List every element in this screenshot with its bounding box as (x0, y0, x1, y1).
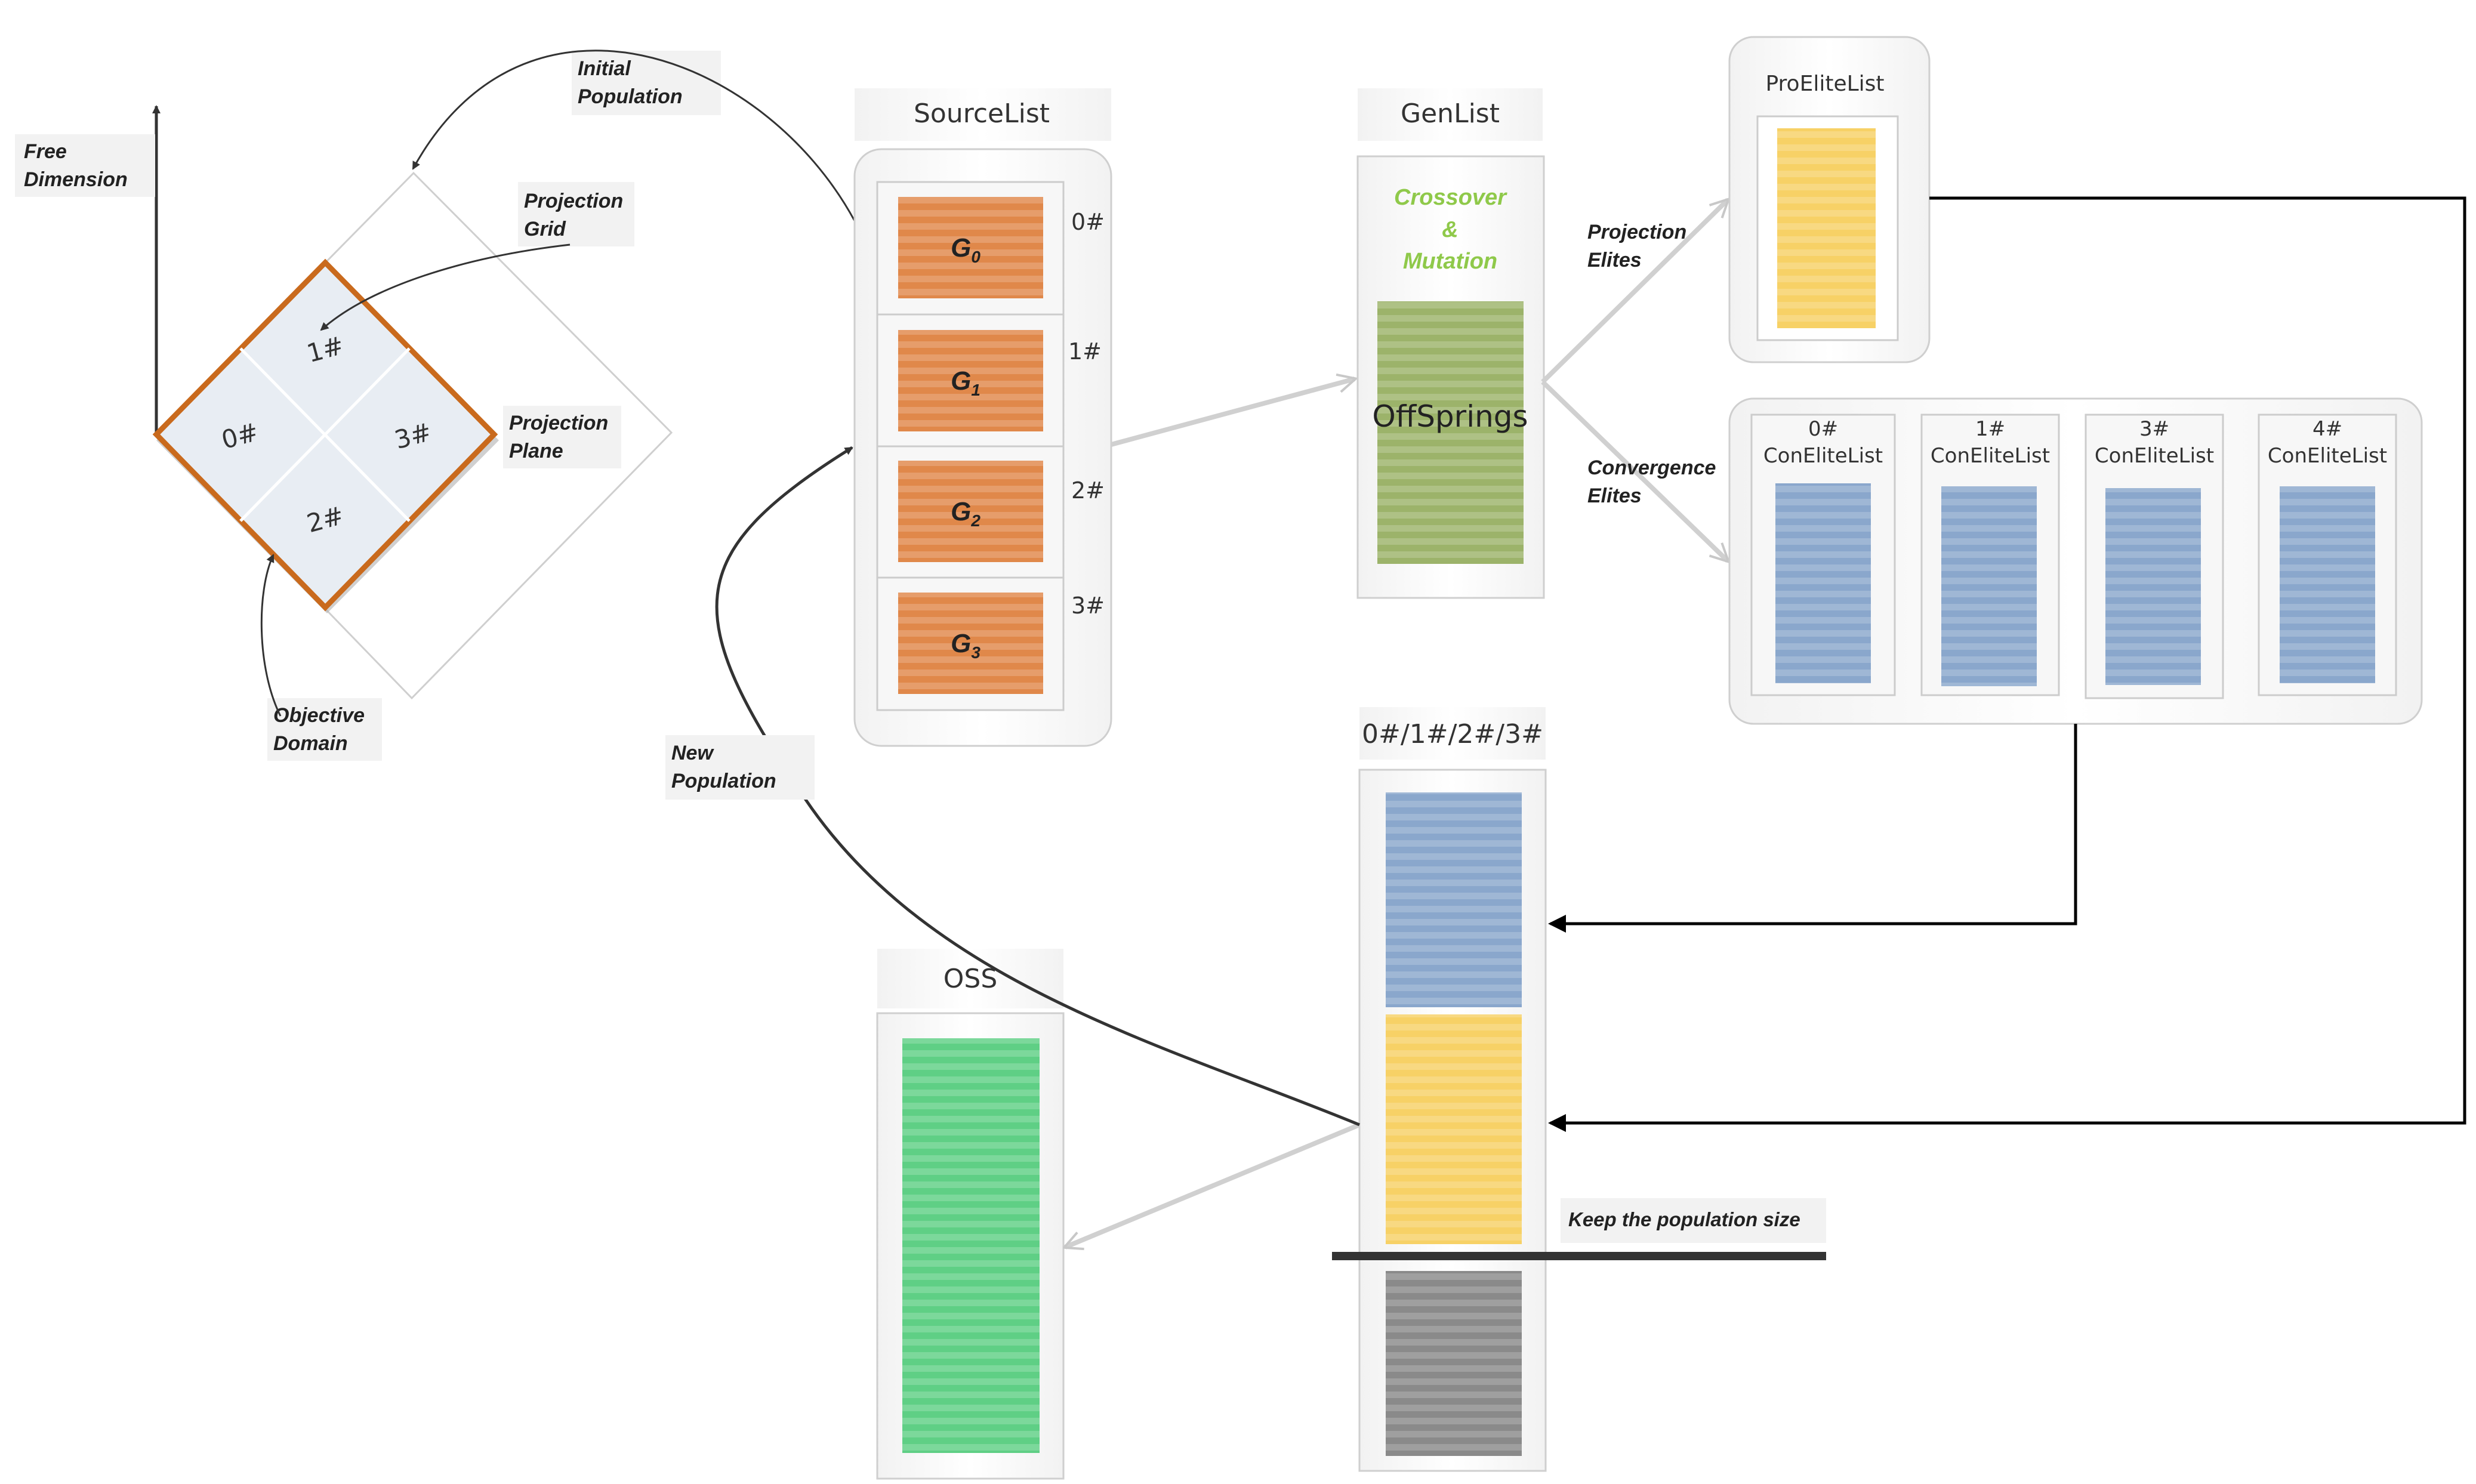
keep-population-size-label: Keep the population size (1568, 1208, 1800, 1230)
mutation-label: Mutation (1403, 249, 1497, 274)
con-elite-list-1: 1# ConEliteList (1920, 414, 2060, 696)
con-elite-index-2: 3# (2139, 417, 2169, 441)
projection-plane-label-line2: Plane (509, 440, 563, 462)
con-elite-index-0: 0# (1808, 417, 1838, 441)
source-list: SourceList G0 G1 G2 G3 0# 1# 2# 3# (853, 88, 1112, 747)
projection-grid-label-line1: Projection (524, 190, 623, 212)
con-elite-list-3: 3# ConEliteList (2085, 414, 2224, 699)
con-elite-title-3: ConEliteList (2268, 444, 2387, 468)
source-list-title: SourceList (914, 98, 1050, 129)
convergence-elites-label-line2: Elites (1587, 485, 1642, 507)
merged-to-oss-arrow (1065, 1122, 1361, 1247)
oss-list: OSS (876, 949, 1065, 1480)
ampersand-label: & (1442, 217, 1458, 242)
source-to-gen-arrow (1110, 379, 1355, 447)
initial-population-label-line2: Population (578, 85, 683, 108)
source-index-2: 2# (1071, 477, 1105, 504)
merged-list: 0#/1#/2#/3# (1358, 707, 1547, 1472)
to-projection-elites-arrow (1541, 200, 1728, 384)
source-index-1: 1# (1068, 338, 1102, 365)
con-elite-lists: 0# ConEliteList 1# ConEliteList 3# ConEl… (1728, 397, 2423, 725)
g3-label: G3 (951, 629, 980, 662)
projection-grid-label-line2: Grid (524, 218, 566, 240)
objective-domain-label-line2: Domain (273, 732, 348, 755)
offsprings-label: OffSprings (1372, 399, 1528, 434)
objective-domain-arrow (260, 554, 282, 717)
g1-label: G1 (951, 366, 980, 399)
source-index-3: 3# (1071, 593, 1105, 619)
merged-list-title: 0#/1#/2#/3# (1362, 719, 1543, 749)
source-item-g3: G3 (898, 593, 1043, 694)
con-elite-index-1: 1# (1975, 417, 2005, 441)
con-elite-index-3: 4# (2312, 417, 2342, 441)
objective-domain-label-line1: Objective (273, 704, 365, 727)
projection-grid-group: Free Dimension 0# 1# 2# 3# Projection Gr… (15, 105, 673, 761)
projection-grid-arrow (320, 243, 571, 331)
source-item-g1: G1 (898, 330, 1043, 431)
g0-label: G0 (951, 233, 980, 266)
oss-title: OSS (943, 964, 998, 994)
g2-label: G2 (951, 497, 980, 530)
source-item-g2: G2 (898, 461, 1043, 562)
con-elite-list-0: 0# ConEliteList (1750, 414, 1896, 696)
con-elite-to-merged-arrow (1548, 724, 2077, 933)
projection-elites-label-line1: Projection (1587, 221, 1686, 243)
con-elite-list-4: 4# ConEliteList (2258, 414, 2397, 696)
new-population-arrow (715, 446, 1360, 1127)
initial-population-arrow (412, 50, 856, 221)
free-dimension-label-line1: Free (24, 140, 67, 163)
convergence-elites-label-line1: Convergence (1587, 456, 1716, 479)
con-elite-title-1: ConEliteList (1931, 444, 2050, 468)
projection-elites-label-line2: Elites (1587, 249, 1642, 271)
pro-elite-list: ProEliteList (1728, 36, 1931, 363)
pro-elite-list-title: ProEliteList (1765, 72, 1884, 96)
source-item-g0: G0 (898, 197, 1043, 298)
to-convergence-elites-arrow (1541, 380, 1728, 561)
projection-plane-label-line1: Projection (509, 412, 608, 434)
new-population-label-line2: Population (671, 770, 776, 792)
pro-elite-to-merged-arrow (1548, 196, 2466, 1132)
initial-population-label-line1: Initial (578, 57, 631, 80)
crossover-label: Crossover (1394, 185, 1507, 210)
new-population-label-line1: New (671, 742, 714, 764)
con-elite-title-2: ConEliteList (2095, 444, 2214, 468)
free-dimension-label-line2: Dimension (24, 168, 128, 191)
source-index-0: 0# (1071, 209, 1105, 235)
con-elite-title-0: ConEliteList (1763, 444, 1883, 468)
gen-list: GenList Crossover & Mutation OffSprings (1356, 88, 1545, 599)
gen-list-title: GenList (1401, 98, 1500, 129)
